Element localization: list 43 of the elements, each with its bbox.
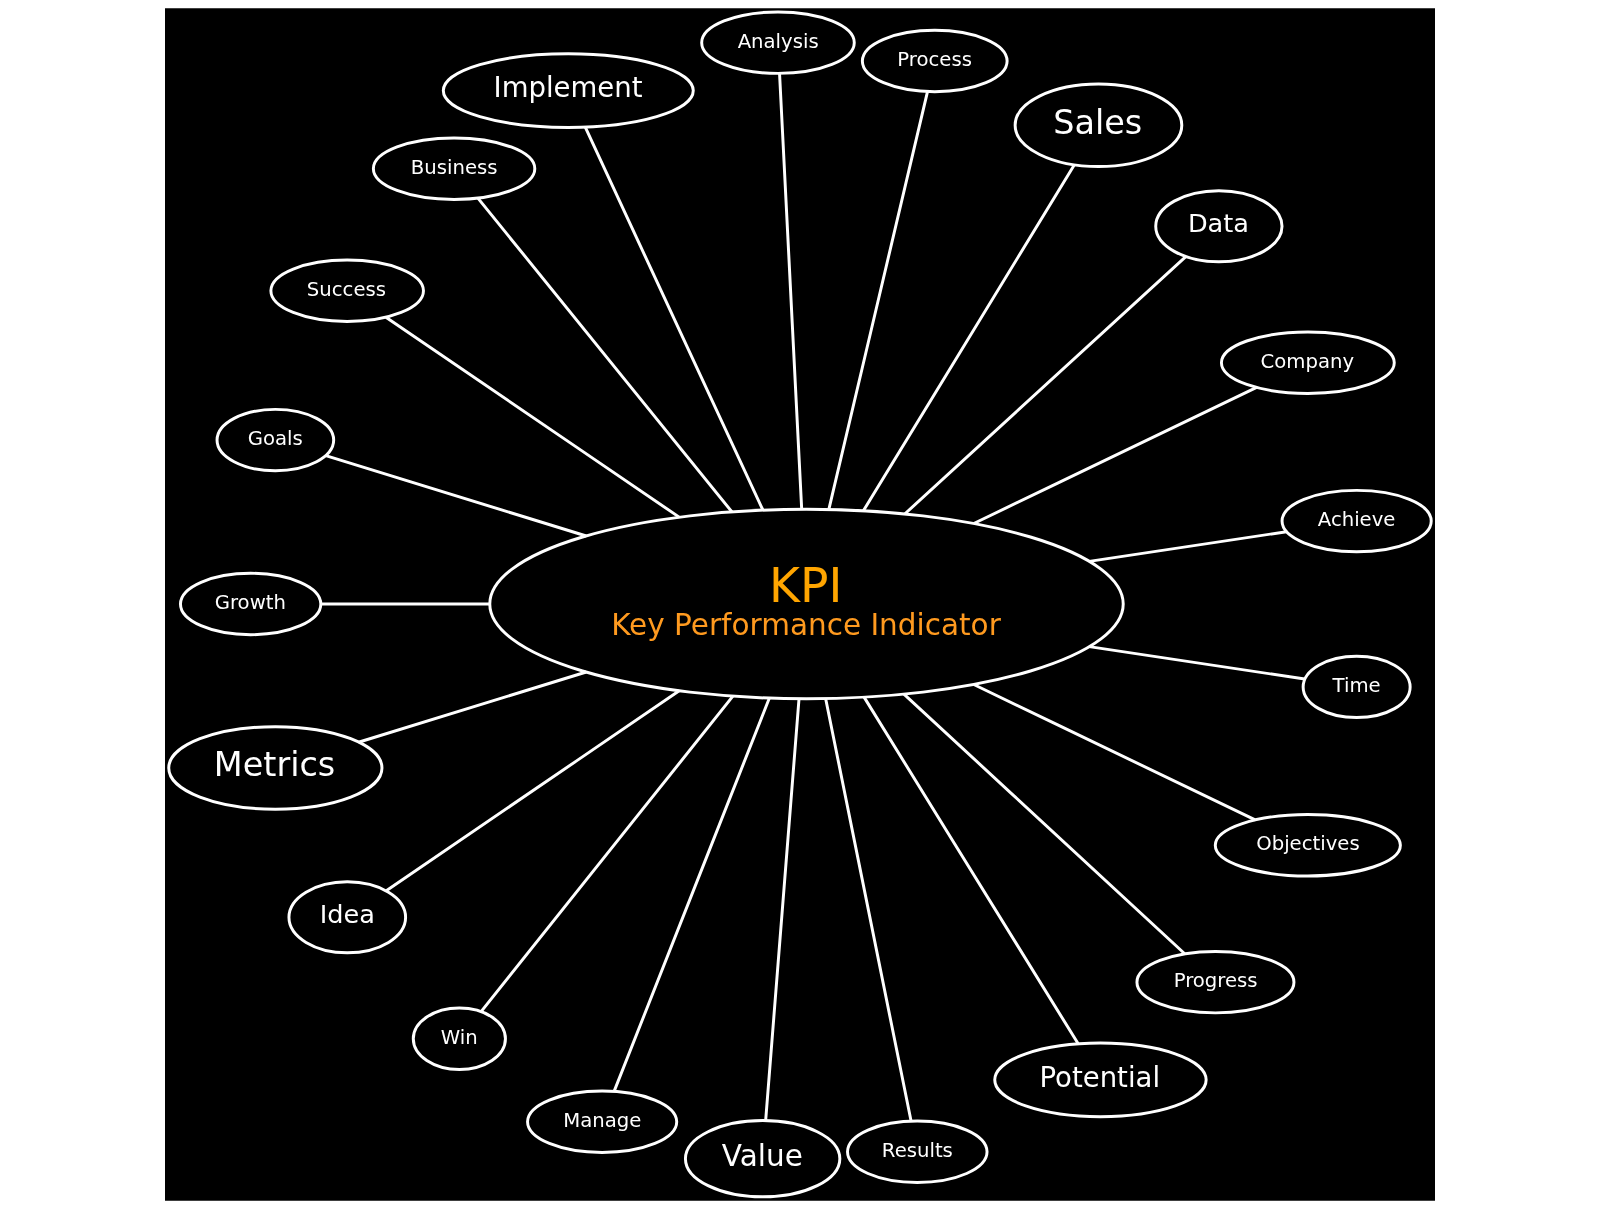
node-ellipse: Business bbox=[371, 136, 537, 201]
node-ellipse: Potential bbox=[993, 1041, 1208, 1119]
node-ellipse: Process bbox=[860, 28, 1009, 94]
node-ellipse: Results bbox=[846, 1119, 989, 1184]
connector bbox=[1089, 530, 1287, 563]
node-ellipse: KPI Key Performance Indicator bbox=[488, 507, 1125, 701]
node-ellipse: Objectives bbox=[1213, 813, 1402, 878]
node-ellipse: Win bbox=[411, 1006, 507, 1071]
connector bbox=[321, 602, 490, 606]
node-ellipse: Goals bbox=[215, 407, 336, 473]
connector bbox=[862, 164, 1076, 512]
connector bbox=[862, 696, 1080, 1045]
node-ellipse: Sales bbox=[1013, 82, 1184, 169]
node-ellipse: Time bbox=[1301, 654, 1412, 720]
connector bbox=[612, 697, 771, 1092]
connector bbox=[1089, 645, 1305, 681]
connector bbox=[385, 315, 680, 519]
connector bbox=[903, 255, 1187, 516]
node-ellipse: Metrics bbox=[167, 725, 384, 811]
connector bbox=[973, 386, 1258, 525]
node-ellipse: Analysis bbox=[700, 10, 856, 75]
node-ellipse: Company bbox=[1219, 330, 1396, 395]
connector bbox=[385, 689, 681, 892]
node-ellipse: Progress bbox=[1135, 949, 1296, 1015]
node-ellipse: Success bbox=[269, 258, 425, 323]
connector bbox=[479, 695, 735, 1013]
connector bbox=[476, 197, 734, 513]
node-ellipse: Data bbox=[1154, 189, 1284, 264]
node-ellipse: Manage bbox=[526, 1089, 679, 1154]
connector bbox=[827, 91, 929, 510]
connector bbox=[973, 683, 1256, 822]
connector bbox=[902, 693, 1186, 955]
connector bbox=[358, 670, 587, 744]
connector bbox=[824, 698, 913, 1122]
node-ellipse: Implement bbox=[441, 52, 695, 129]
node-ellipse: Achieve bbox=[1280, 488, 1433, 554]
connector bbox=[764, 698, 801, 1121]
node-ellipse: Value bbox=[683, 1119, 842, 1199]
connector bbox=[325, 454, 587, 538]
connector bbox=[583, 126, 765, 511]
node-ellipse: Idea bbox=[287, 880, 408, 955]
node-ellipse: Growth bbox=[179, 571, 323, 637]
connector bbox=[778, 73, 804, 510]
